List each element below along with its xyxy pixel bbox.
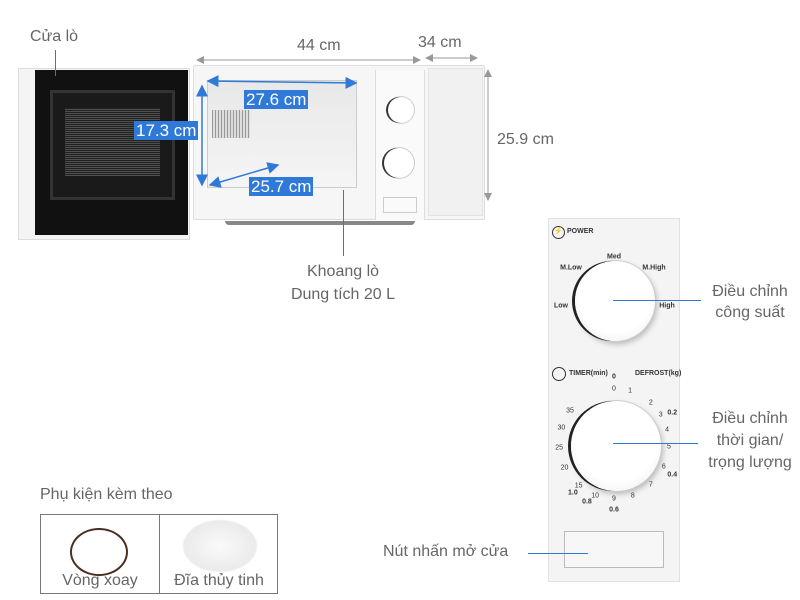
- timer-knob[interactable]: [571, 401, 661, 491]
- power-mhigh: M.High: [642, 264, 666, 272]
- small-power-knob: [388, 97, 414, 123]
- defrost-mark: 0.8: [582, 498, 592, 506]
- time-adjust-line2: thời gian/: [716, 432, 784, 449]
- cavity-pointer: [343, 190, 344, 256]
- time-adjust-line3: trọng lượng: [708, 454, 792, 471]
- depth-label: 34 cm: [418, 34, 462, 51]
- time-pointer: [613, 443, 698, 444]
- timer-mark: 1: [628, 387, 633, 395]
- cavity-width-label: 27.6 cm: [244, 90, 309, 109]
- timer-icon: [552, 367, 566, 381]
- power-icon: ⚡: [552, 226, 565, 239]
- control-panel: ⚡ POWER Med M.High High Low M.Low TIMER(…: [548, 218, 682, 582]
- cavity-vent: [212, 110, 250, 138]
- defrost-mark: 0: [612, 373, 616, 381]
- defrost-mark: 0.4: [667, 471, 678, 479]
- timer-mark: 15: [574, 482, 583, 490]
- capacity-label: Dung tích 20 L: [290, 286, 396, 303]
- cavity-height-label: 17.3 cm: [134, 121, 199, 140]
- timer-mark: 8: [630, 492, 635, 500]
- dimension-arrows: [196, 54, 492, 201]
- power-high: High: [659, 302, 675, 310]
- power-low: Low: [554, 302, 568, 310]
- defrost-title: DEFROST(kg): [635, 370, 682, 377]
- power-pointer: [613, 300, 701, 301]
- timer-mark: 20: [560, 464, 569, 472]
- timer-mark: 7: [648, 481, 653, 489]
- timer-mark: 4: [665, 426, 670, 434]
- timer-mark: 2: [648, 399, 653, 407]
- time-adjust-line1: Điều chỉnh: [712, 410, 788, 427]
- control-panel-small: [375, 70, 425, 220]
- defrost-mark: 1.0: [567, 489, 578, 497]
- power-adjust-line2: công suất: [715, 304, 785, 321]
- accessory-label: Đĩa thủy tinh: [174, 572, 264, 589]
- accessories-box: Vòng xoay Đĩa thủy tinh: [40, 514, 278, 594]
- cavity-depth-label: 25.7 cm: [249, 177, 314, 196]
- timer-mark: 25: [555, 444, 564, 452]
- defrost-mark: 0.2: [667, 409, 678, 417]
- door-label: Cửa lò: [30, 28, 79, 45]
- width-label: 44 cm: [297, 37, 341, 54]
- door-mesh: [65, 108, 160, 176]
- feet: [225, 205, 415, 225]
- power-title: POWER: [567, 228, 594, 235]
- timer-mark: 3: [658, 411, 663, 419]
- small-door-button: [383, 197, 417, 213]
- power-adjust-line1: Điều chỉnh: [712, 283, 788, 300]
- power-knob[interactable]: [575, 261, 655, 341]
- timer-mark: 10: [591, 492, 600, 500]
- defrost-mark: 0.6: [609, 506, 619, 514]
- accessory-label: Vòng xoay: [62, 572, 138, 589]
- accessories-title: Phụ kiện kèm theo: [40, 486, 173, 503]
- timer-mark: 6: [661, 463, 666, 471]
- divider: [159, 515, 160, 593]
- power-mlow: M.Low: [560, 264, 582, 272]
- height-label: 25.9 cm: [497, 131, 554, 148]
- timer-mark: 9: [612, 495, 616, 503]
- door-pointer: [55, 50, 56, 76]
- turntable-ring-icon: [70, 528, 128, 576]
- timer-mark: 5: [666, 443, 671, 451]
- door-button-pointer: [528, 553, 588, 554]
- cavity-title: Khoang lò: [306, 263, 380, 280]
- timer-mark: 0: [612, 385, 616, 393]
- door-button-label: Nút nhấn mở cửa: [383, 543, 509, 560]
- cavity-width-arrow: [206, 75, 358, 89]
- timer-mark: 35: [566, 407, 574, 415]
- door-open-button[interactable]: [564, 531, 664, 568]
- oven-side: [428, 68, 483, 216]
- timer-title: TIMER(min): [569, 370, 608, 377]
- timer-mark: 30: [557, 424, 566, 432]
- cavity-depth-arrow: [208, 162, 280, 188]
- power-med: Med: [607, 253, 621, 261]
- small-timer-knob: [384, 148, 414, 178]
- glass-plate-icon: [184, 521, 256, 571]
